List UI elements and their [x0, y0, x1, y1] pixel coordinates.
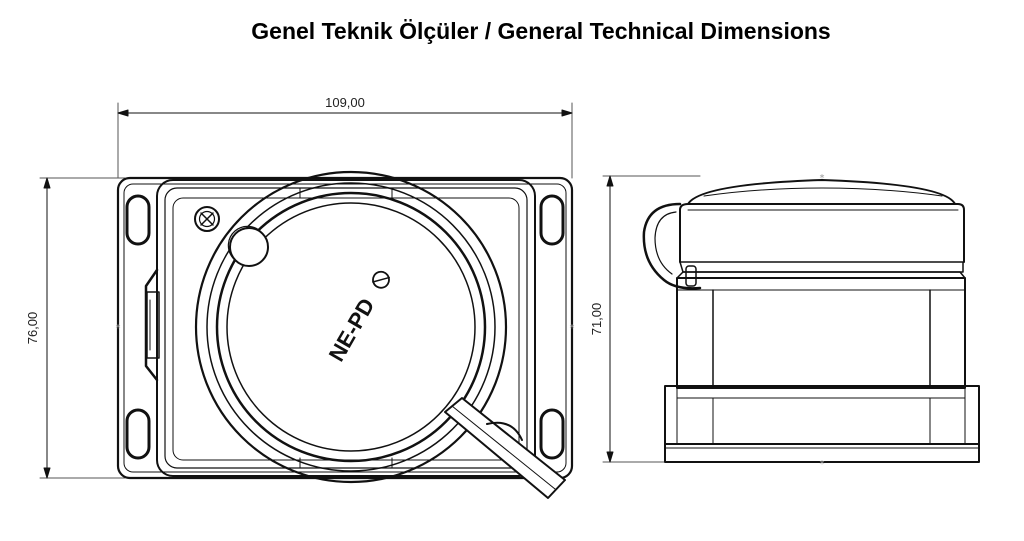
front-view: NE-PD * *: [116, 170, 575, 499]
side-view: * *: [642, 173, 980, 470]
mounting-slot: [539, 194, 565, 246]
svg-text:*: *: [820, 459, 825, 470]
svg-text:*: *: [820, 173, 825, 184]
screw-icon: [194, 206, 220, 232]
svg-text:*: *: [570, 323, 575, 334]
dimension-width-label: 109,00: [325, 95, 365, 110]
dimension-width: 109,00: [117, 95, 573, 179]
dimension-height-side: 71,00: [589, 175, 701, 463]
mounting-slot: [125, 408, 151, 460]
dimension-height-front-label: 76,00: [25, 312, 40, 345]
brand-logo-text: NE-PD: [324, 294, 380, 366]
svg-text:*: *: [116, 323, 121, 334]
lid-handle: [444, 397, 566, 499]
side-latch: [144, 268, 160, 382]
page-title: Genel Teknik Ölçüler / General Technical…: [251, 18, 831, 44]
mounting-slot: [125, 194, 151, 246]
brand-logo: NE-PD: [324, 270, 390, 366]
mounting-slot: [539, 408, 565, 460]
dimension-height-side-label: 71,00: [589, 303, 604, 336]
dimension-height-front: 76,00: [25, 177, 126, 479]
